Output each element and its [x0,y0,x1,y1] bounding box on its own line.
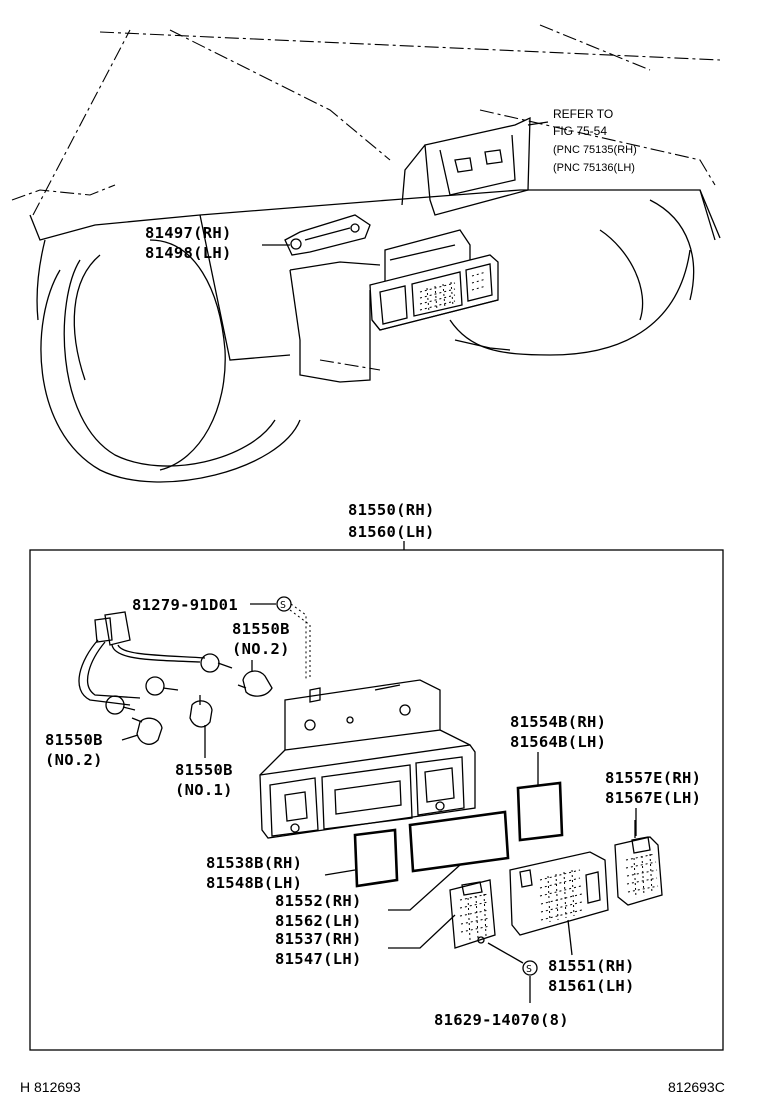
s-mark-text-2: S [526,964,532,975]
label-screw: 81629-14070(8) [434,1011,569,1029]
label-gasket-center-rh: 81552(RH) [275,892,362,910]
label-gasket-left-rh: 81538B(RH) [206,854,302,872]
label-bulb-mid: 81550B [175,761,233,779]
footer-right-code: 812693C [668,1079,725,1095]
assembly-title-rh: 81550(RH) [348,501,435,519]
screw-label: S 81629-14070(8) [434,942,569,1029]
label-bulb-left: 81550B [45,731,103,749]
leader-lens-small [388,914,456,949]
refer-line-4: (PNC 75136(LH) [553,162,635,174]
footer-left-code: H 812693 [20,1079,81,1095]
assembly-frame [29,549,724,1051]
exploded-lamp-illustration [78,609,663,949]
refer-note: REFER TO FIG 75-54 (PNC 75135(RH) (PNC 7… [553,107,637,174]
label-bulb-upper-no: (NO.2) [232,640,290,658]
label-bulb-left-no: (NO.2) [45,751,103,769]
label-gasket-center-lh: 81562(LH) [275,912,362,930]
assembly-title-lh: 81560(LH) [348,523,435,541]
leader-bulb-left [121,734,139,741]
socket-wire-label: 81279-91D01 S [132,596,307,680]
vehicle-rear-illustration [11,24,721,483]
label-socket-wire: 81279-91D01 [132,596,238,614]
s-mark-text-1: S [280,600,286,611]
leader-gasket-left [324,869,356,876]
label-gasket-right-lh: 81564B(LH) [510,733,606,751]
s-mark-icon-2 [522,960,538,976]
label-lens-small-lh: 81547(LH) [275,950,362,968]
label-gasket-left-lh: 81548B(LH) [206,874,302,892]
label-lens-main-lh: 81561(LH) [548,977,635,995]
label-lens-main-rh: 81551(RH) [548,957,635,975]
label-gasket-right-rh: 81554B(RH) [510,713,606,731]
label-side-lens-rh: 81557E(RH) [605,769,701,787]
leader-lens-main [567,919,573,956]
refer-line-1: REFER TO [553,107,613,121]
refer-line-3: (PNC 75135(RH) [553,144,637,156]
refer-line-2: FIG 75-54 [553,124,607,138]
label-bracket-lh: 81498(LH) [145,244,232,262]
leader-screw-to-part [487,942,524,964]
leader-gasket-center [388,864,461,911]
label-side-lens-lh: 81567E(LH) [605,789,701,807]
label-bracket-rh: 81497(RH) [145,224,232,242]
label-lens-small-rh: 81537(RH) [275,930,362,948]
label-bulb-upper: 81550B [232,620,290,638]
label-bulb-mid-no: (NO.1) [175,781,233,799]
